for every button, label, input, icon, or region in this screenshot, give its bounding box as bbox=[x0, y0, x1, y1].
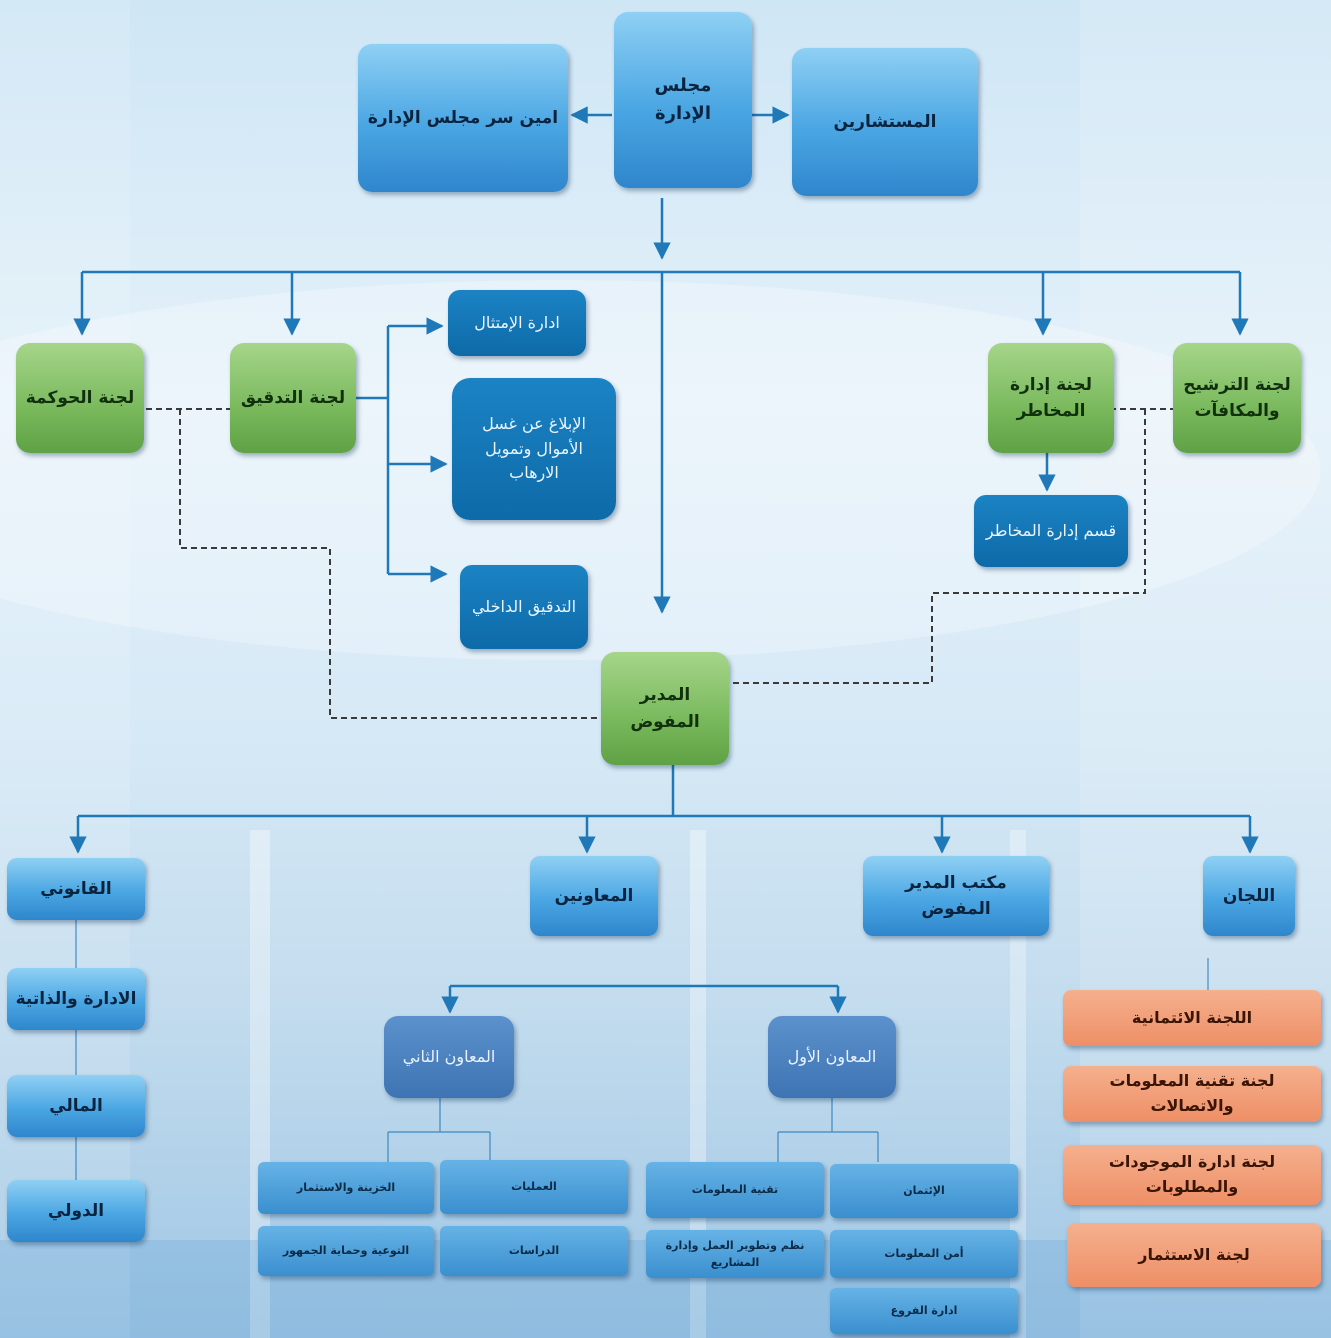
a1-unit-systems: نظم وتطوير العمل وإدارة المشاريع bbox=[646, 1230, 824, 1278]
subcommittee-it: لجنة تقنية المعلومات والاتصالات bbox=[1063, 1066, 1321, 1122]
a1-unit-it: تقنية المعلومات bbox=[646, 1162, 824, 1218]
a1-unit-infosec: أمن المعلومات bbox=[830, 1230, 1018, 1278]
legal-unit-admin: الادارة والذاتية bbox=[7, 968, 145, 1030]
secretary-box: امين سر مجلس الإدارة bbox=[358, 44, 568, 192]
legal-box: القانوني bbox=[7, 858, 145, 920]
aml-box: الإبلاغ عن غسل الأموال وتمويل الارهاب bbox=[452, 378, 616, 520]
nomination-committee-box: لجنة الترشيح والمكافآت bbox=[1173, 343, 1301, 453]
legal-unit-finance: المالي bbox=[7, 1075, 145, 1137]
board-box: مجلس الإدارة bbox=[614, 12, 752, 188]
subcommittee-credit: اللجنة الائتمانية bbox=[1063, 990, 1321, 1046]
a1-unit-credit: الإئتمان bbox=[830, 1164, 1018, 1218]
advisors-box: المستشارين bbox=[792, 48, 978, 196]
subcommittee-assets: لجنة ادارة الموجودات والمطلوبات bbox=[1063, 1145, 1321, 1205]
compliance-box: ادارة الإمتثال bbox=[448, 290, 586, 356]
a2-unit-operations: العمليات bbox=[440, 1160, 628, 1214]
internal-audit-box: التدقيق الداخلي bbox=[460, 565, 588, 649]
subcommittee-investment: لجنة الاستثمار bbox=[1067, 1223, 1321, 1287]
risk-unit-box: قسم إدارة المخاطر bbox=[974, 495, 1128, 567]
committees-box: اللجان bbox=[1203, 856, 1295, 936]
ceo-office-box: مكتب المدير المفوض bbox=[863, 856, 1049, 936]
assistants-box: المعاونين bbox=[530, 856, 658, 936]
assistant-1-box: المعاون الأول bbox=[768, 1016, 896, 1098]
a2-unit-studies: الدراسات bbox=[440, 1226, 628, 1276]
ceo-box: المدير المفوض bbox=[601, 652, 729, 765]
risk-committee-box: لجنة إدارة المخاطر bbox=[988, 343, 1114, 453]
a2-unit-awareness: التوعية وحماية الجمهور bbox=[258, 1226, 434, 1276]
assistant-2-box: المعاون الثاني bbox=[384, 1016, 514, 1098]
governance-committee-box: لجنة الحوكمة bbox=[16, 343, 144, 453]
a1-unit-branches: ادارة الفروع bbox=[830, 1288, 1018, 1334]
legal-unit-international: الدولي bbox=[7, 1180, 145, 1242]
audit-committee-box: لجنة التدقيق bbox=[230, 343, 356, 453]
a2-unit-treasury: الخزينة والاستثمار bbox=[258, 1162, 434, 1214]
